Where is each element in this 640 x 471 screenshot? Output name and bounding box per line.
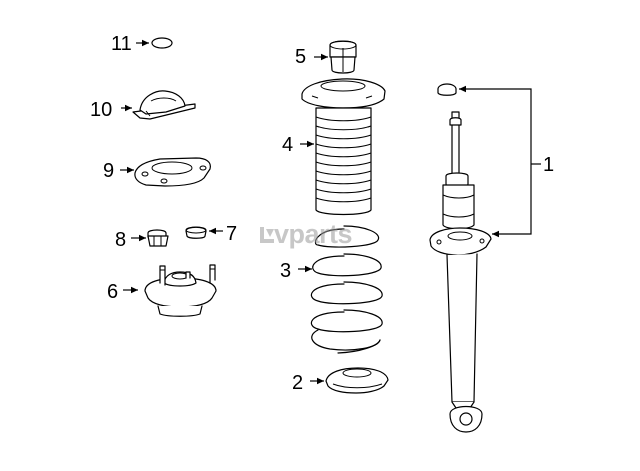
leader-1 <box>459 85 532 164</box>
callout-8: 8 <box>115 229 126 251</box>
callout-11: 11 <box>111 33 132 55</box>
part-11-cap <box>151 37 173 49</box>
callout-10: 10 <box>90 99 112 121</box>
callout-7: 7 <box>226 223 237 245</box>
part-8-nut <box>147 229 169 247</box>
callout-4: 4 <box>282 134 293 156</box>
callout-3: 3 <box>280 260 291 282</box>
callout-2: 2 <box>292 372 303 394</box>
part-2-insulator <box>325 367 389 394</box>
part-10-cover <box>132 90 196 120</box>
part-3-spring <box>310 225 383 354</box>
leader-1-lower <box>492 164 532 238</box>
part-4-boot <box>301 78 386 216</box>
vparts-watermark-logo: vparts <box>260 219 353 249</box>
part-9-plate <box>134 157 211 187</box>
part-7-cap <box>185 226 207 239</box>
callout-9: 9 <box>103 160 114 182</box>
watermark-text: vparts <box>274 219 352 249</box>
callout-6: 6 <box>107 281 118 303</box>
callout-5: 5 <box>295 46 306 68</box>
callout-1: 1 <box>543 154 554 176</box>
part-5-bumper <box>329 40 357 74</box>
part-1-shock-absorber <box>429 83 492 433</box>
part-6-support <box>144 264 217 317</box>
